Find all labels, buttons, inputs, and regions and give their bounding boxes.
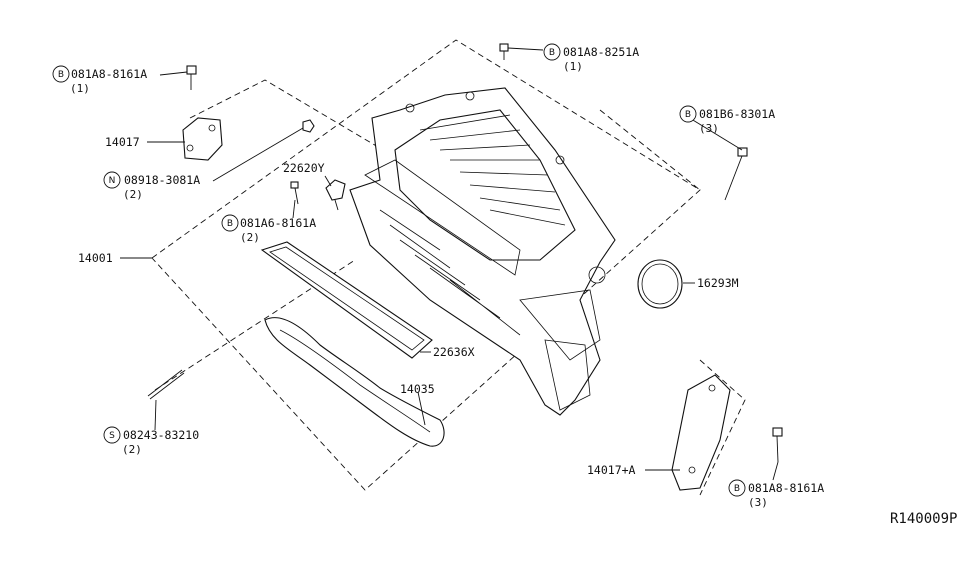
- stud-part: [147, 369, 185, 400]
- badge-letter: B: [227, 219, 233, 229]
- part-number: 22636X: [433, 345, 475, 359]
- part-number: 22620Y: [283, 161, 325, 175]
- part-number: 16293M: [697, 276, 739, 290]
- part-number: 081A8-8161A: [748, 481, 824, 495]
- diagram-reference-code: R140009P: [890, 511, 957, 527]
- callout-081B6-8301A[interactable]: B 081B6-8301A (3): [679, 105, 775, 135]
- quantity: (1): [563, 60, 583, 73]
- badge-letter: B: [685, 110, 691, 120]
- part-number: 14017+A: [587, 463, 636, 477]
- part-number: 14001: [78, 251, 113, 265]
- callout-14035[interactable]: 14035: [400, 382, 435, 396]
- callout-14001[interactable]: 14001: [78, 251, 113, 265]
- gasket-plenum-part: [260, 241, 433, 359]
- callout-16293M[interactable]: 16293M: [697, 276, 739, 290]
- bolt-top-left-part: [186, 65, 197, 90]
- badge-letter: B: [58, 70, 64, 80]
- part-number: 081A8-8161A: [71, 67, 147, 81]
- badge-letter: B: [549, 48, 555, 58]
- quantity: (3): [699, 122, 719, 135]
- part-number: 14017: [105, 135, 140, 149]
- callout-14017+A[interactable]: 14017+A: [587, 463, 636, 477]
- gasket-throttle-part: [637, 259, 683, 309]
- part-number: 081A8-8251A: [563, 45, 639, 59]
- callout-081A6-8161A[interactable]: B 081A6-8161A (2): [221, 214, 316, 244]
- callout-14017[interactable]: 14017: [105, 135, 140, 149]
- nut-part: [302, 119, 315, 133]
- bracket-left-part: [182, 117, 223, 161]
- callout-22636X[interactable]: 22636X: [433, 345, 475, 359]
- sensor-part: [325, 179, 346, 211]
- callout-081A8-8251A[interactable]: B 081A8-8251A (1): [543, 43, 639, 73]
- callout-081A8-8161A-bottom-right[interactable]: B 081A8-8161A (3): [728, 479, 824, 509]
- callout-08243-83210[interactable]: S 08243-83210 (2): [103, 426, 199, 456]
- bolt-bottom-right-part: [772, 427, 783, 463]
- part-number: 08243-83210: [123, 428, 199, 442]
- quantity: (2): [240, 231, 260, 244]
- part-number: 081A6-8161A: [240, 216, 316, 230]
- callout-08918-3081A[interactable]: N 08918-3081A (2): [103, 171, 200, 201]
- quantity: (2): [123, 188, 143, 201]
- bolt-top-part: [499, 43, 509, 60]
- quantity: (2): [122, 443, 142, 456]
- assembly-outline: [151, 39, 746, 496]
- part-number: 081B6-8301A: [699, 107, 775, 121]
- bolt-right-part: [724, 147, 748, 201]
- leader-lines: [120, 47, 779, 481]
- badge-letter: N: [109, 176, 116, 186]
- part-number: 08918-3081A: [124, 173, 200, 187]
- part-number: 14035: [400, 382, 435, 396]
- callout-081A8-8161A-top-left[interactable]: B 081A8-8161A (1): [52, 65, 147, 95]
- bolt-sensor-part: [290, 181, 299, 205]
- quantity: (1): [70, 82, 90, 95]
- callout-22620Y[interactable]: 22620Y: [283, 161, 325, 175]
- intake-manifold-part: [349, 87, 616, 416]
- badge-letter: B: [734, 484, 740, 494]
- bracket-right-part: [671, 374, 731, 491]
- quantity: (3): [748, 496, 768, 509]
- gasket-intake-part: [264, 317, 445, 447]
- badge-letter: S: [109, 431, 115, 441]
